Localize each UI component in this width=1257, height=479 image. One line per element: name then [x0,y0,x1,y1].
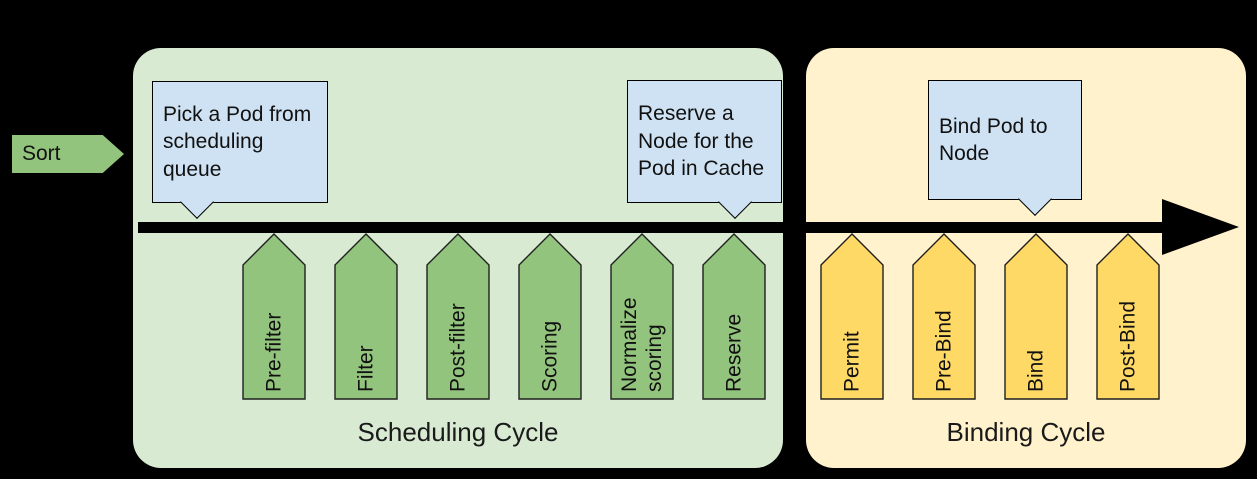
step-post-bind: Post-Bind [1096,233,1160,400]
step-pre-filter: Pre-filter [242,233,306,400]
callout-text-line: Pick a Pod from [163,102,312,126]
step-label: Reserve [722,313,746,392]
callout-text-line: Pod in Cache [638,157,765,181]
step-label: Pre-filter [262,312,286,392]
pentagon-arrow-icon [702,233,766,400]
pentagon-arrow-icon [426,233,490,400]
callout-text-line: Bind Pod to [939,114,1048,138]
callout-bind-pod: Bind Pod to Node [928,80,1082,216]
pentagon-arrow-icon [610,233,674,400]
pentagon-arrow-icon [1004,233,1068,400]
callout-text-line: scheduling [163,130,264,154]
callout-text-line: Reserve a [638,102,734,126]
step-permit: Permit [820,233,884,400]
step-label: Post-filter [446,302,470,392]
step-normalize-scoring: Normalize scoring [610,233,674,400]
step-filter: Filter [334,233,398,400]
sort-step-arrow: Sort [12,135,124,173]
pentagon-arrow-icon [518,233,582,400]
step-label: Pre-Bind [932,309,956,392]
step-label: Filter [354,344,378,392]
step-label: Permit [840,330,864,392]
scheduling-cycle-label: Scheduling Cycle [357,417,559,447]
step-pre-bind: Pre-Bind [912,233,976,400]
step-reserve: Reserve [702,233,766,400]
step-label: Normalize scoring [618,296,666,392]
callout-text-line: Node [939,142,990,165]
binding-cycle-label: Binding Cycle [946,417,1106,447]
sort-step-label: Sort [22,142,61,165]
callout-text-line: queue [163,157,222,181]
step-scoring: Scoring [518,233,582,400]
callout-pick-pod: Pick a Pod from scheduling queue [152,81,328,219]
pentagon-arrow-icon [242,233,306,400]
callout-text-line: Node for the [638,129,754,153]
pentagon-arrow-icon [334,233,398,400]
pentagon-arrow-icon [912,233,976,400]
step-label: Post-Bind [1116,300,1140,392]
timeline-arrow-shaft [138,222,1170,233]
pentagon-arrow-icon [1096,233,1160,400]
pentagon-arrow-icon [820,233,884,400]
callout-reserve-node: Reserve a Node for the Pod in Cache [627,80,782,219]
timeline-arrowhead-icon [1162,199,1239,255]
step-label: Bind [1024,349,1048,392]
step-label: Scoring [538,320,562,392]
step-bind: Bind [1004,233,1068,400]
step-post-filter: Post-filter [426,233,490,400]
